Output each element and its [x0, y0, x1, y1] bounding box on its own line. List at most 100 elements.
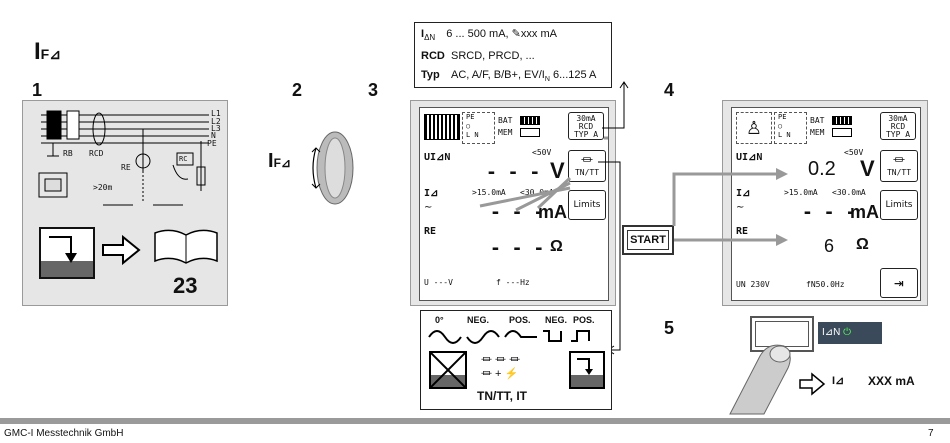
switch-symbol-sub: F⊿ [273, 156, 291, 170]
tn-tt-softkey[interactable]: ⏛ TN/TT [880, 150, 918, 182]
rotary-switch-icon [311, 131, 354, 205]
re-unit: Ω [856, 236, 869, 253]
network-type-label: TN/TT, IT [477, 389, 527, 403]
page-heading: IF⊿ [34, 38, 61, 66]
i-unit: mA [538, 202, 568, 222]
re-value: - - - [490, 238, 545, 259]
plug-variants-icon: ⏛ ⏛ ⏛⏛ + ⚡ [481, 354, 521, 380]
u-unit: V [550, 158, 565, 183]
limits-softkey[interactable]: Limits [568, 190, 606, 220]
u-value: 0.2 [808, 158, 836, 180]
battery-icon [832, 116, 852, 125]
u-unit: V [860, 156, 875, 181]
plug-icon: ⏛ [892, 153, 905, 167]
bat-label: BAT [810, 116, 825, 125]
wave-label-0: 0° [435, 315, 444, 325]
wave-label-neg-pulse: NEG. [545, 315, 568, 325]
result-arrow-icon [799, 372, 826, 396]
step-number-4: 4 [664, 80, 675, 100]
i-label: I⊿ [424, 188, 439, 199]
battery-icon [520, 116, 540, 125]
tn-tt-softkey[interactable]: ⏛ TN/TT [568, 150, 606, 182]
mode-key-icon [39, 227, 95, 279]
memory-icon [832, 128, 852, 137]
bottom-voltage: U ---V [424, 278, 453, 287]
re-label: RE [424, 226, 437, 237]
manual-page-number: 23 [173, 273, 198, 298]
test-indicator-icon: ⏻ [843, 327, 852, 338]
i-value: - - - [490, 202, 545, 223]
u-value: - - - [486, 162, 541, 183]
footer-bar [0, 418, 950, 424]
re-unit: Ω [550, 238, 563, 255]
edit-icon: ✎ [511, 28, 521, 40]
re-value: 6 [824, 236, 835, 256]
switch-symbol-main: I [268, 150, 274, 172]
wiring-diagram-panel: L1 L2 L3 N PE RB RCD RE RC >20m 23 [22, 100, 228, 306]
ac-wave-icon: ∼ [424, 202, 433, 213]
finger-icon [729, 344, 791, 415]
label-pe: PE [207, 139, 217, 148]
person-icon: ♙ [736, 112, 772, 144]
label-l1: L1 [211, 109, 221, 118]
start-button[interactable]: START [622, 225, 674, 255]
label-re: RE [121, 163, 131, 172]
u-label: UI⊿N [736, 152, 763, 163]
memory-icon [520, 128, 540, 137]
bottom-nominal-frequency: fN50.0Hz [806, 280, 845, 289]
i-value: - - - [802, 202, 857, 223]
label-rb: RB [63, 149, 73, 158]
switch-position-label: IF⊿ [268, 150, 291, 173]
step-number-3: 3 [368, 80, 379, 100]
book-icon [154, 229, 218, 264]
test-key-label: I⊿N ⏻ [818, 322, 882, 344]
re-label: RE [736, 226, 749, 237]
info-connector-line [602, 81, 629, 129]
result-label: I⊿ [832, 375, 845, 387]
i-upper-limit: <30.0mA [520, 188, 554, 197]
i-lower-limit: >15.0mA [784, 188, 818, 197]
start-result-arrows [672, 168, 788, 246]
i-lower-limit: >15.0mA [472, 188, 506, 197]
wave-label-pos: POS. [509, 315, 531, 325]
label-rcd: RCD [89, 149, 104, 158]
step-number-5: 5 [664, 318, 675, 338]
i-upper-limit: <30.0mA [832, 188, 866, 197]
label-l3: L3 [211, 124, 221, 133]
pe-ln-indicator: PE○L N [462, 112, 495, 144]
bat-label: BAT [498, 116, 513, 125]
plug-icon: ⏛ [580, 153, 593, 167]
i-label: I⊿ [736, 188, 751, 199]
label-l2: L2 [211, 117, 221, 126]
label-rc: RC [179, 155, 188, 163]
save-softkey[interactable]: ⇥ [880, 268, 918, 298]
mem-label: MEM [498, 128, 513, 137]
limits-softkey[interactable]: Limits [880, 190, 918, 220]
bottom-frequency: f ---Hz [496, 278, 530, 287]
wiring-diagram [38, 110, 209, 206]
footer-company: GMC-I Messtechnik GmbH [4, 428, 124, 439]
meter-icon [424, 114, 460, 140]
footer-page-number: 7 [928, 428, 934, 439]
waveform-selection-box: 0° NEG. POS. NEG. POS. ⏛ ⏛ ⏛⏛ + ⚡ TN/TT,… [420, 310, 612, 410]
info-row-current: IΔN 6 ... 500 mA, ✎xxx mA [421, 28, 557, 43]
result-value: XXX mA [868, 374, 915, 388]
label-n: N [211, 131, 216, 140]
step-number-1: 1 [32, 80, 43, 100]
crossed-mode-icon [429, 351, 467, 389]
heading-main: I [34, 38, 41, 65]
ac-wave-icon: ∼ [736, 202, 745, 213]
heading-sub: F⊿ [40, 46, 61, 62]
mode-down-icon [569, 351, 605, 389]
mem-label: MEM [810, 128, 825, 137]
test-key-graphic: I⊿N ⏻ I⊿ XXX mA [720, 316, 920, 415]
